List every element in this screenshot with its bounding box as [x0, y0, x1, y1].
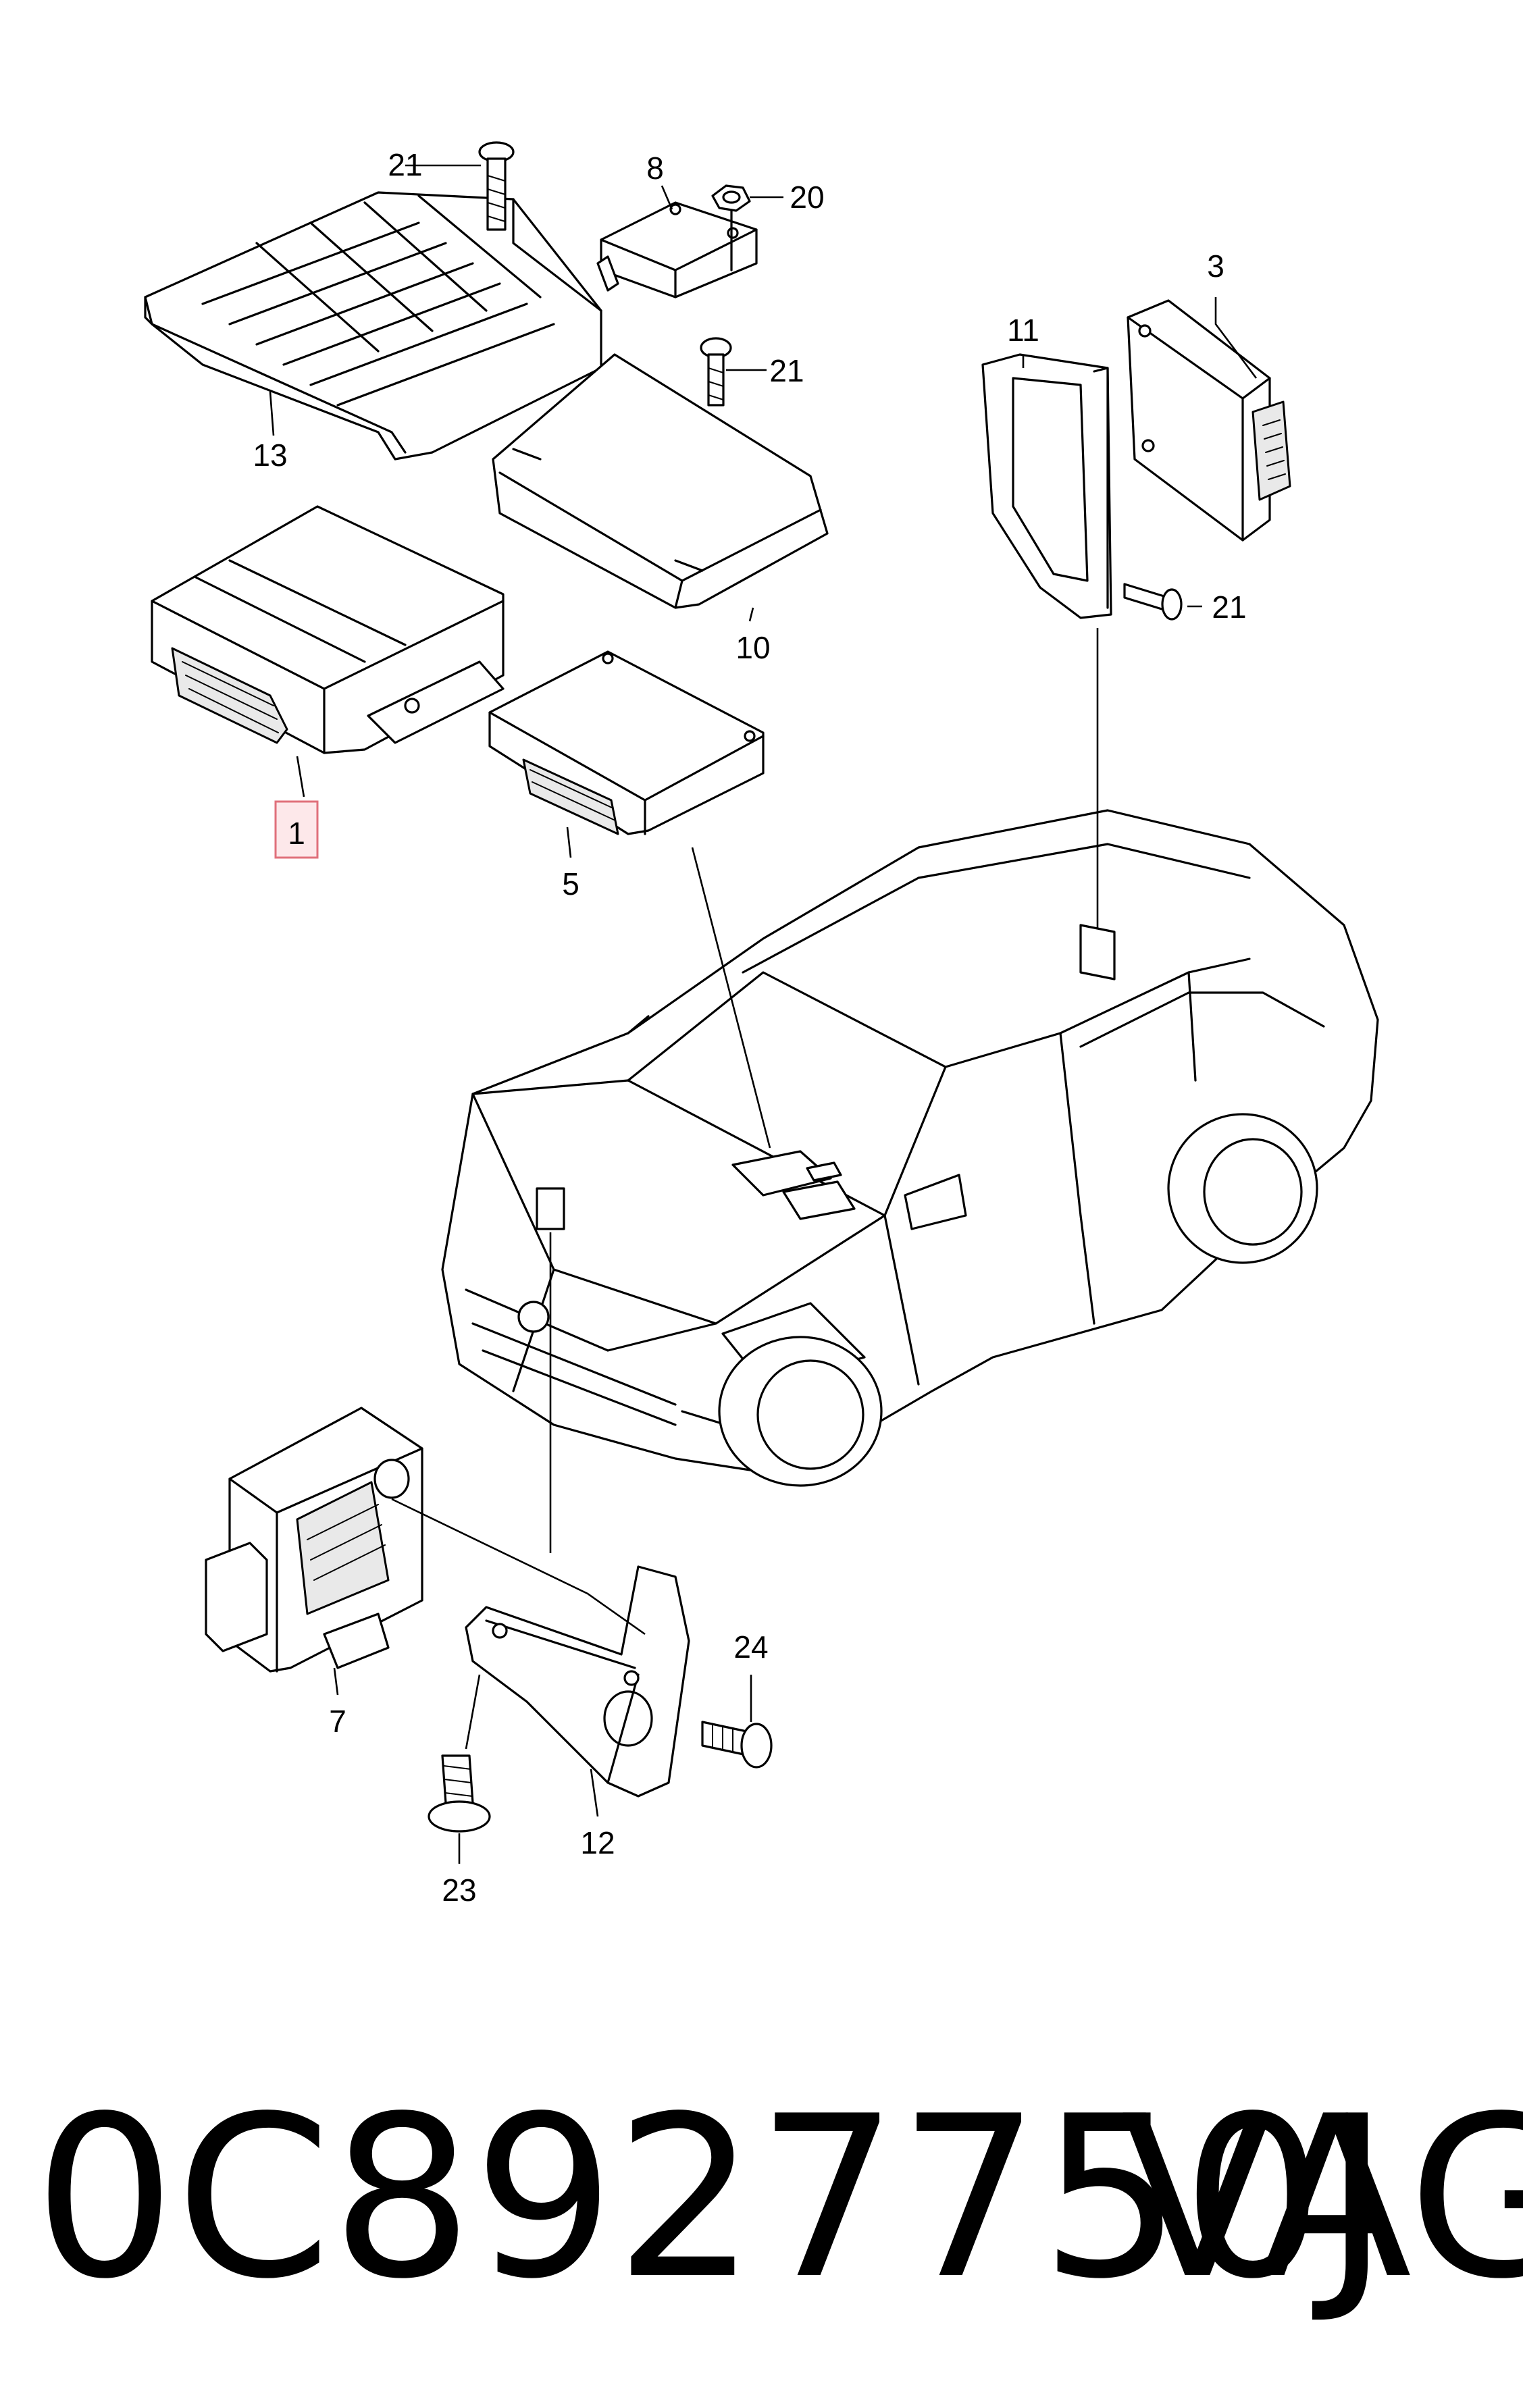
part-1-control-unit: [151, 505, 505, 754]
part-21-screw-mid: [700, 337, 732, 407]
callout-labels: 21 8 20 21 3 11 21 13 10 1 5 7 24 12 23: [253, 147, 1246, 1908]
part-5-control-unit: [488, 650, 765, 835]
callout-13: 13: [253, 438, 287, 473]
callout-8: 8: [646, 151, 664, 186]
part-8-sensor: [596, 201, 758, 298]
part-7-control-unit: [205, 1407, 423, 1673]
callout-23: 23: [442, 1873, 476, 1908]
part-20-nut: [711, 184, 751, 271]
callout-21-mid: 21: [769, 353, 804, 388]
vehicle-suv: [441, 809, 1379, 1487]
callout-21-right: 21: [1212, 590, 1246, 625]
part-12-bracket: [465, 1565, 690, 1798]
part-21-screw-top: [478, 141, 515, 231]
callout-24: 24: [733, 1629, 768, 1665]
callout-3: 3: [1207, 248, 1224, 284]
callout-1-highlight: [274, 800, 319, 859]
callout-7: 7: [329, 1704, 346, 1739]
part-number: 0C8927750J: [34, 2068, 1390, 2328]
location-markers: [536, 924, 1116, 1230]
part-24-screw: [701, 1721, 773, 1769]
callout-1: 1: [288, 816, 305, 851]
part-3-ecu: [1127, 299, 1291, 542]
callout-10: 10: [735, 630, 770, 665]
part-23-screw: [428, 1754, 491, 1833]
part-13-cover-tray: [144, 191, 602, 461]
brand-label: VAG: [1121, 2068, 1523, 2328]
part-10-module: [492, 353, 829, 609]
part-21-screw-right: [1123, 583, 1183, 621]
callout-20: 20: [790, 180, 824, 215]
callout-5: 5: [562, 866, 579, 901]
callout-21-top: 21: [388, 147, 422, 182]
callout-11: 11: [1007, 313, 1039, 348]
callout-12: 12: [580, 1825, 615, 1860]
part-11-bracket: [981, 353, 1112, 619]
leader-lines: [269, 164, 1258, 1864]
